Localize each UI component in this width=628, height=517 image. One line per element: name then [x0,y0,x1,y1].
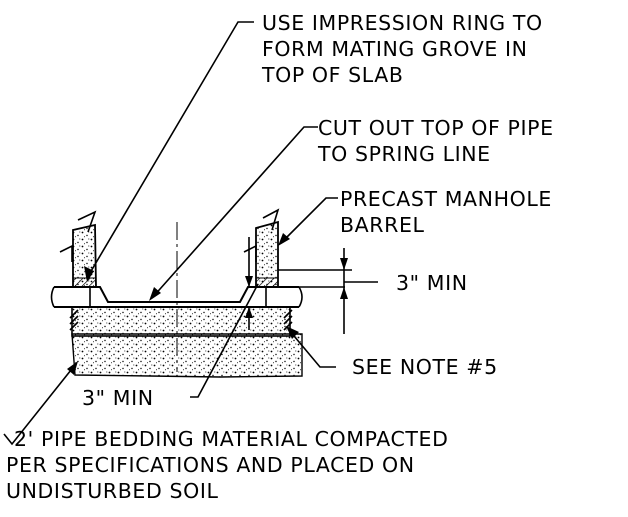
impression-ring-line-3: TOP OF SLAB [261,63,404,87]
bedding-line-2: PER SPECIFICATIONS AND PLACED ON [6,453,415,477]
precast-barrel-line-1: PRECAST MANHOLE [340,187,552,211]
pipe-bedding-material [71,333,303,378]
see-note-leader [286,326,336,368]
dimension-bottom-3in [190,237,259,398]
precast-barrel-line-2: BARREL [340,213,425,237]
right-barrel-wall [243,208,280,307]
dimension-right-3in [278,248,378,334]
precast-barrel-callout: PRECAST MANHOLE BARREL [340,187,552,237]
cut-out-line-1: CUT OUT TOP OF PIPE [318,116,554,140]
impression-ring-line-1: USE IMPRESSION RING TO [262,11,543,35]
precast-barrel-leader [278,197,338,246]
bedding-line-3: UNDISTURBED SOIL [6,479,219,503]
ground-hatch-marks [69,309,293,331]
cut-out-callout: CUT OUT TOP OF PIPE TO SPRING LINE [317,116,554,166]
see-note-label: SEE NOTE #5 [352,355,498,379]
cut-out-line-2: TO SPRING LINE [317,142,491,166]
bedding-line-1: 2' PIPE BEDDING MATERIAL COMPACTED [14,427,448,451]
dimension-bottom-label: 3" MIN [82,386,154,410]
bedding-leader [3,361,78,446]
impression-ring-callout: USE IMPRESSION RING TO FORM MATING GROVE… [261,11,543,87]
base-slab [71,306,291,337]
left-barrel-wall [59,210,97,307]
bedding-callout: 2' PIPE BEDDING MATERIAL COMPACTED PER S… [6,427,448,503]
cut-out-leader [149,126,318,301]
dimension-right-label: 3" MIN [396,271,468,295]
impression-ring-leader [84,21,254,282]
impression-ring-line-2: FORM MATING GROVE IN [262,37,528,61]
